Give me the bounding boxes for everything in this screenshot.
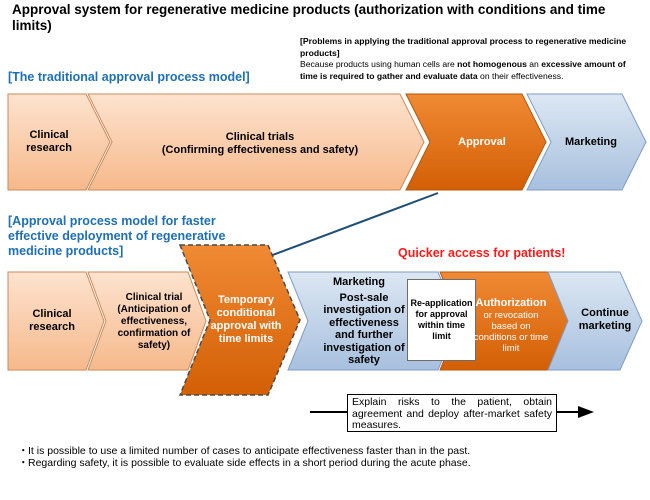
fast-continue-label: Continue marketing: [578, 307, 632, 332]
trad-marketing-chevron: [526, 93, 647, 191]
fast-clinical-research-label: Clinical research: [29, 308, 75, 333]
fast-temporary-chevron: [178, 244, 301, 396]
trad-clinical-trials-line-1: Clinical trials: [225, 131, 295, 143]
trad-marketing-label: Marketing: [565, 135, 617, 148]
authorization-subtext: or revocation based on conditions or tim…: [473, 309, 549, 354]
page-title: Approval system for regenerative medicin…: [12, 2, 606, 33]
authorization-title: Authorization: [475, 296, 547, 309]
reapplication-box: Re-application for approval within time …: [407, 279, 476, 361]
timeline-arrow-head: [578, 406, 594, 418]
trad-clinical-research-label: Clinical research: [26, 129, 72, 154]
fast-temporary-label: Temporary conditional approval with time…: [210, 294, 282, 345]
problem-text-2: an: [526, 59, 542, 69]
bullet-list: ・It is possible to use a limited number …: [18, 445, 488, 469]
problem-heading: [Problems in applying the traditional ap…: [300, 36, 627, 58]
problem-note: [Problems in applying the traditional ap…: [300, 36, 645, 82]
quicker-access-label: Quicker access for patients!: [398, 246, 566, 260]
fast-clinical-research-chevron: [7, 271, 105, 371]
fast-clinical-trial-label: Clinical trial (Anticipation of effectiv…: [117, 292, 191, 351]
trad-approval-label: Approval: [458, 135, 506, 148]
bullet-item: ・It is possible to use a limited number …: [18, 445, 488, 457]
faster-heading: [Approval process model for faster effec…: [8, 214, 226, 258]
fast-continue-chevron: [547, 271, 643, 371]
problem-text-3: on their effectiveness.: [477, 70, 564, 81]
problem-text-1: Because products using human cells are: [300, 59, 458, 69]
trad-clinical-trials-line-2: (Confirming effectiveness and safety): [161, 144, 359, 156]
bullet-marker: ・: [18, 445, 29, 457]
fast-marketing-label: Marketing: [333, 275, 385, 288]
trad-clinical-trials-label: Clinical trials (Confirming effectivenes…: [130, 130, 390, 158]
fast-clinical-trial-chevron: [87, 271, 207, 371]
fast-authorization-label: Authorization or revocation based on con…: [470, 288, 552, 362]
trad-approval-chevron: [405, 93, 547, 191]
bullet-text: It is possible to use a limited number o…: [28, 445, 471, 457]
bullet-marker: ・: [18, 457, 29, 469]
problem-bold-1: not homogenous: [457, 59, 527, 69]
connector-arrow: [260, 192, 439, 261]
trad-clinical-trials-chevron: [87, 93, 425, 191]
bullet-text: Regarding safety, it is possible to eval…: [28, 457, 471, 469]
problem-bold-2: excessive amount of time is required to …: [300, 59, 626, 81]
problem-text: Because products using human cells are n…: [300, 59, 645, 82]
traditional-heading: [The traditional approval process model]: [8, 70, 250, 84]
bullet-item: ・Regarding safety, it is possible to eva…: [18, 457, 488, 469]
fast-postsale-label: Post-sale investigation of effectiveness…: [323, 291, 405, 367]
trad-clinical-research-chevron: [7, 93, 111, 191]
explain-box: Explain risks to the patient, obtain agr…: [347, 394, 557, 432]
